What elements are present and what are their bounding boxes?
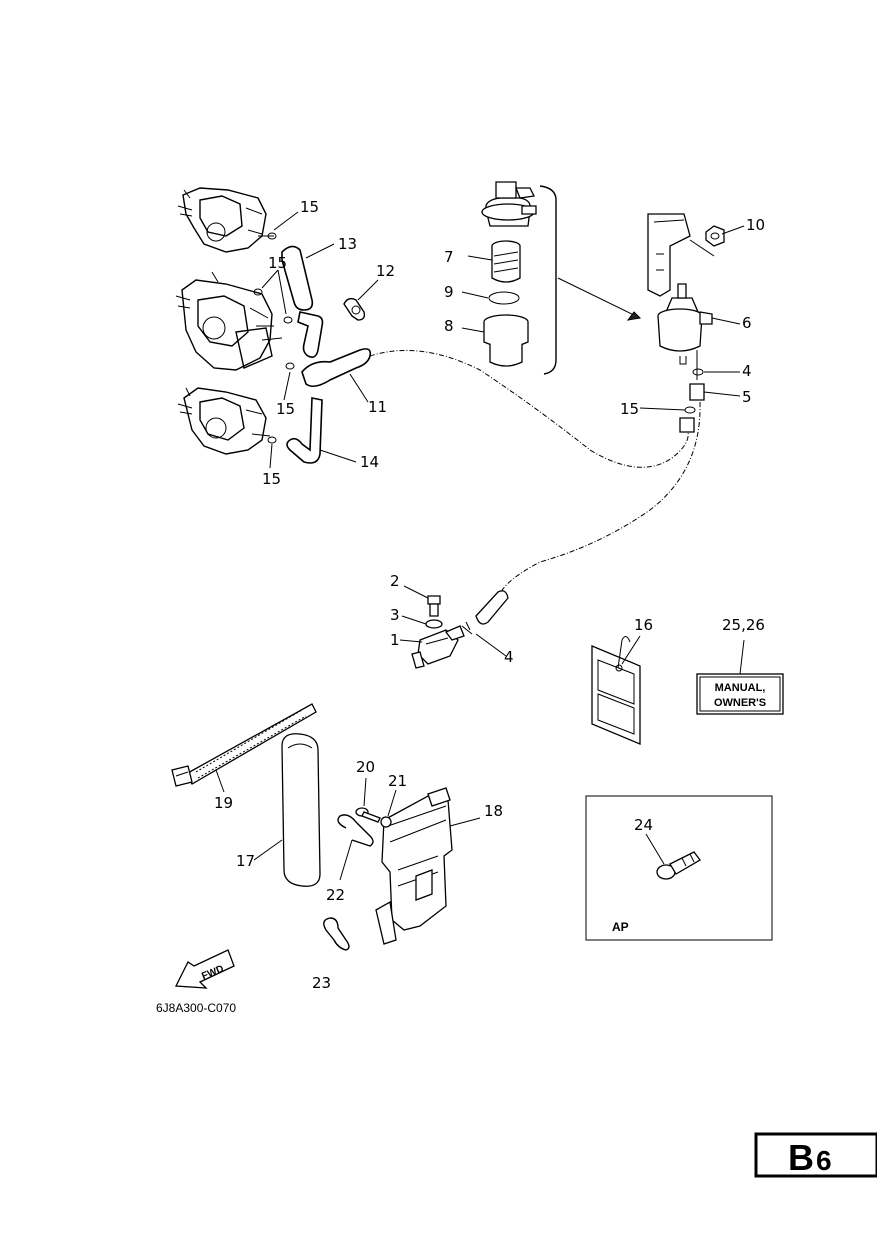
- callout-15: 15: [620, 400, 639, 418]
- fuel-line-lower: [499, 401, 701, 595]
- page-tab-letter: B: [788, 1137, 814, 1178]
- callout-numbers: 15 13 15 12 15 11 14 15 10 7 9 8 6 4 5 1…: [214, 198, 765, 992]
- callout-13: 13: [338, 235, 357, 253]
- callout-2: 2: [390, 572, 400, 590]
- callout-15: 15: [262, 470, 281, 488]
- filter-bracket-brace: [539, 185, 557, 375]
- carburetor-middle: [175, 271, 283, 371]
- sleeve-17: [281, 733, 321, 887]
- hose-clips-15: [253, 232, 295, 444]
- callout-4: 4: [742, 362, 752, 380]
- page-tab: B 6: [754, 1132, 877, 1178]
- callout-19: 19: [214, 794, 233, 812]
- callout-21: 21: [388, 772, 407, 790]
- joint-5: [689, 383, 705, 401]
- callout-25-26: 25,26: [722, 616, 765, 634]
- fuel-line-upper: [369, 349, 689, 468]
- carburetor-top: [177, 187, 274, 253]
- callout-5: 5: [742, 388, 752, 406]
- fitting-24: [656, 851, 701, 880]
- callout-23: 23: [312, 974, 331, 992]
- bolt-2: [427, 595, 441, 617]
- filter-cap: [481, 181, 537, 227]
- hose-end: [679, 417, 695, 433]
- carburetor-bottom: [177, 387, 271, 455]
- clip-12: [343, 297, 366, 321]
- callout-17: 17: [236, 852, 255, 870]
- manual-line1: MANUAL,: [715, 682, 766, 694]
- clip-23: [323, 917, 350, 951]
- fuel-joint-1: [411, 625, 465, 669]
- callout-1: 1: [390, 631, 400, 649]
- fuel-filter-6: [657, 283, 713, 365]
- callout-7: 7: [444, 248, 454, 266]
- callout-6: 6: [742, 314, 752, 332]
- tie-strap-19: [171, 703, 317, 787]
- callout-3: 3: [390, 606, 400, 624]
- label-16: [591, 636, 641, 745]
- callout-11: 11: [368, 398, 387, 416]
- clamp-22: [337, 814, 374, 847]
- ap-box: AP: [585, 795, 773, 941]
- hose-piece: [475, 590, 509, 625]
- nut-10: [705, 225, 725, 247]
- hose-14: [286, 397, 323, 464]
- clip-4-top: [692, 368, 704, 376]
- filter-element-7: [491, 240, 521, 283]
- fwd-arrow: FWD: [174, 949, 235, 989]
- callout-15: 15: [268, 254, 287, 272]
- leader-lines: [215, 211, 745, 881]
- bracket-18: [375, 787, 453, 945]
- drawing-code: 6J8A300-C070: [156, 1001, 236, 1015]
- hose-joint: [297, 311, 324, 358]
- owners-manual: MANUAL, OWNER'S: [696, 673, 784, 715]
- callout-22: 22: [326, 886, 345, 904]
- page-tab-number: 6: [816, 1145, 832, 1176]
- washer-3: [425, 619, 443, 629]
- filter-mount-bracket: [647, 213, 691, 297]
- callout-20: 20: [356, 758, 375, 776]
- callout-14: 14: [360, 453, 379, 471]
- callout-8: 8: [444, 317, 454, 335]
- callout-10: 10: [746, 216, 765, 234]
- callout-12: 12: [376, 262, 395, 280]
- callout-15: 15: [300, 198, 319, 216]
- hose-11: [301, 348, 372, 388]
- o-ring-9: [488, 291, 520, 305]
- washer-21: [380, 816, 392, 828]
- ap-label: AP: [612, 920, 629, 934]
- clip-15-filter: [684, 406, 696, 414]
- callout-4: 4: [504, 648, 514, 666]
- callout-9: 9: [444, 283, 454, 301]
- callout-15: 15: [276, 400, 295, 418]
- manual-line2: OWNER'S: [714, 697, 766, 709]
- callout-24: 24: [634, 816, 653, 834]
- screw-20: [355, 807, 381, 823]
- clip-4-joint: [461, 621, 473, 635]
- callout-16: 16: [634, 616, 653, 634]
- callout-18: 18: [484, 802, 503, 820]
- filter-cup-8: [483, 314, 529, 367]
- hose-13: [281, 245, 314, 311]
